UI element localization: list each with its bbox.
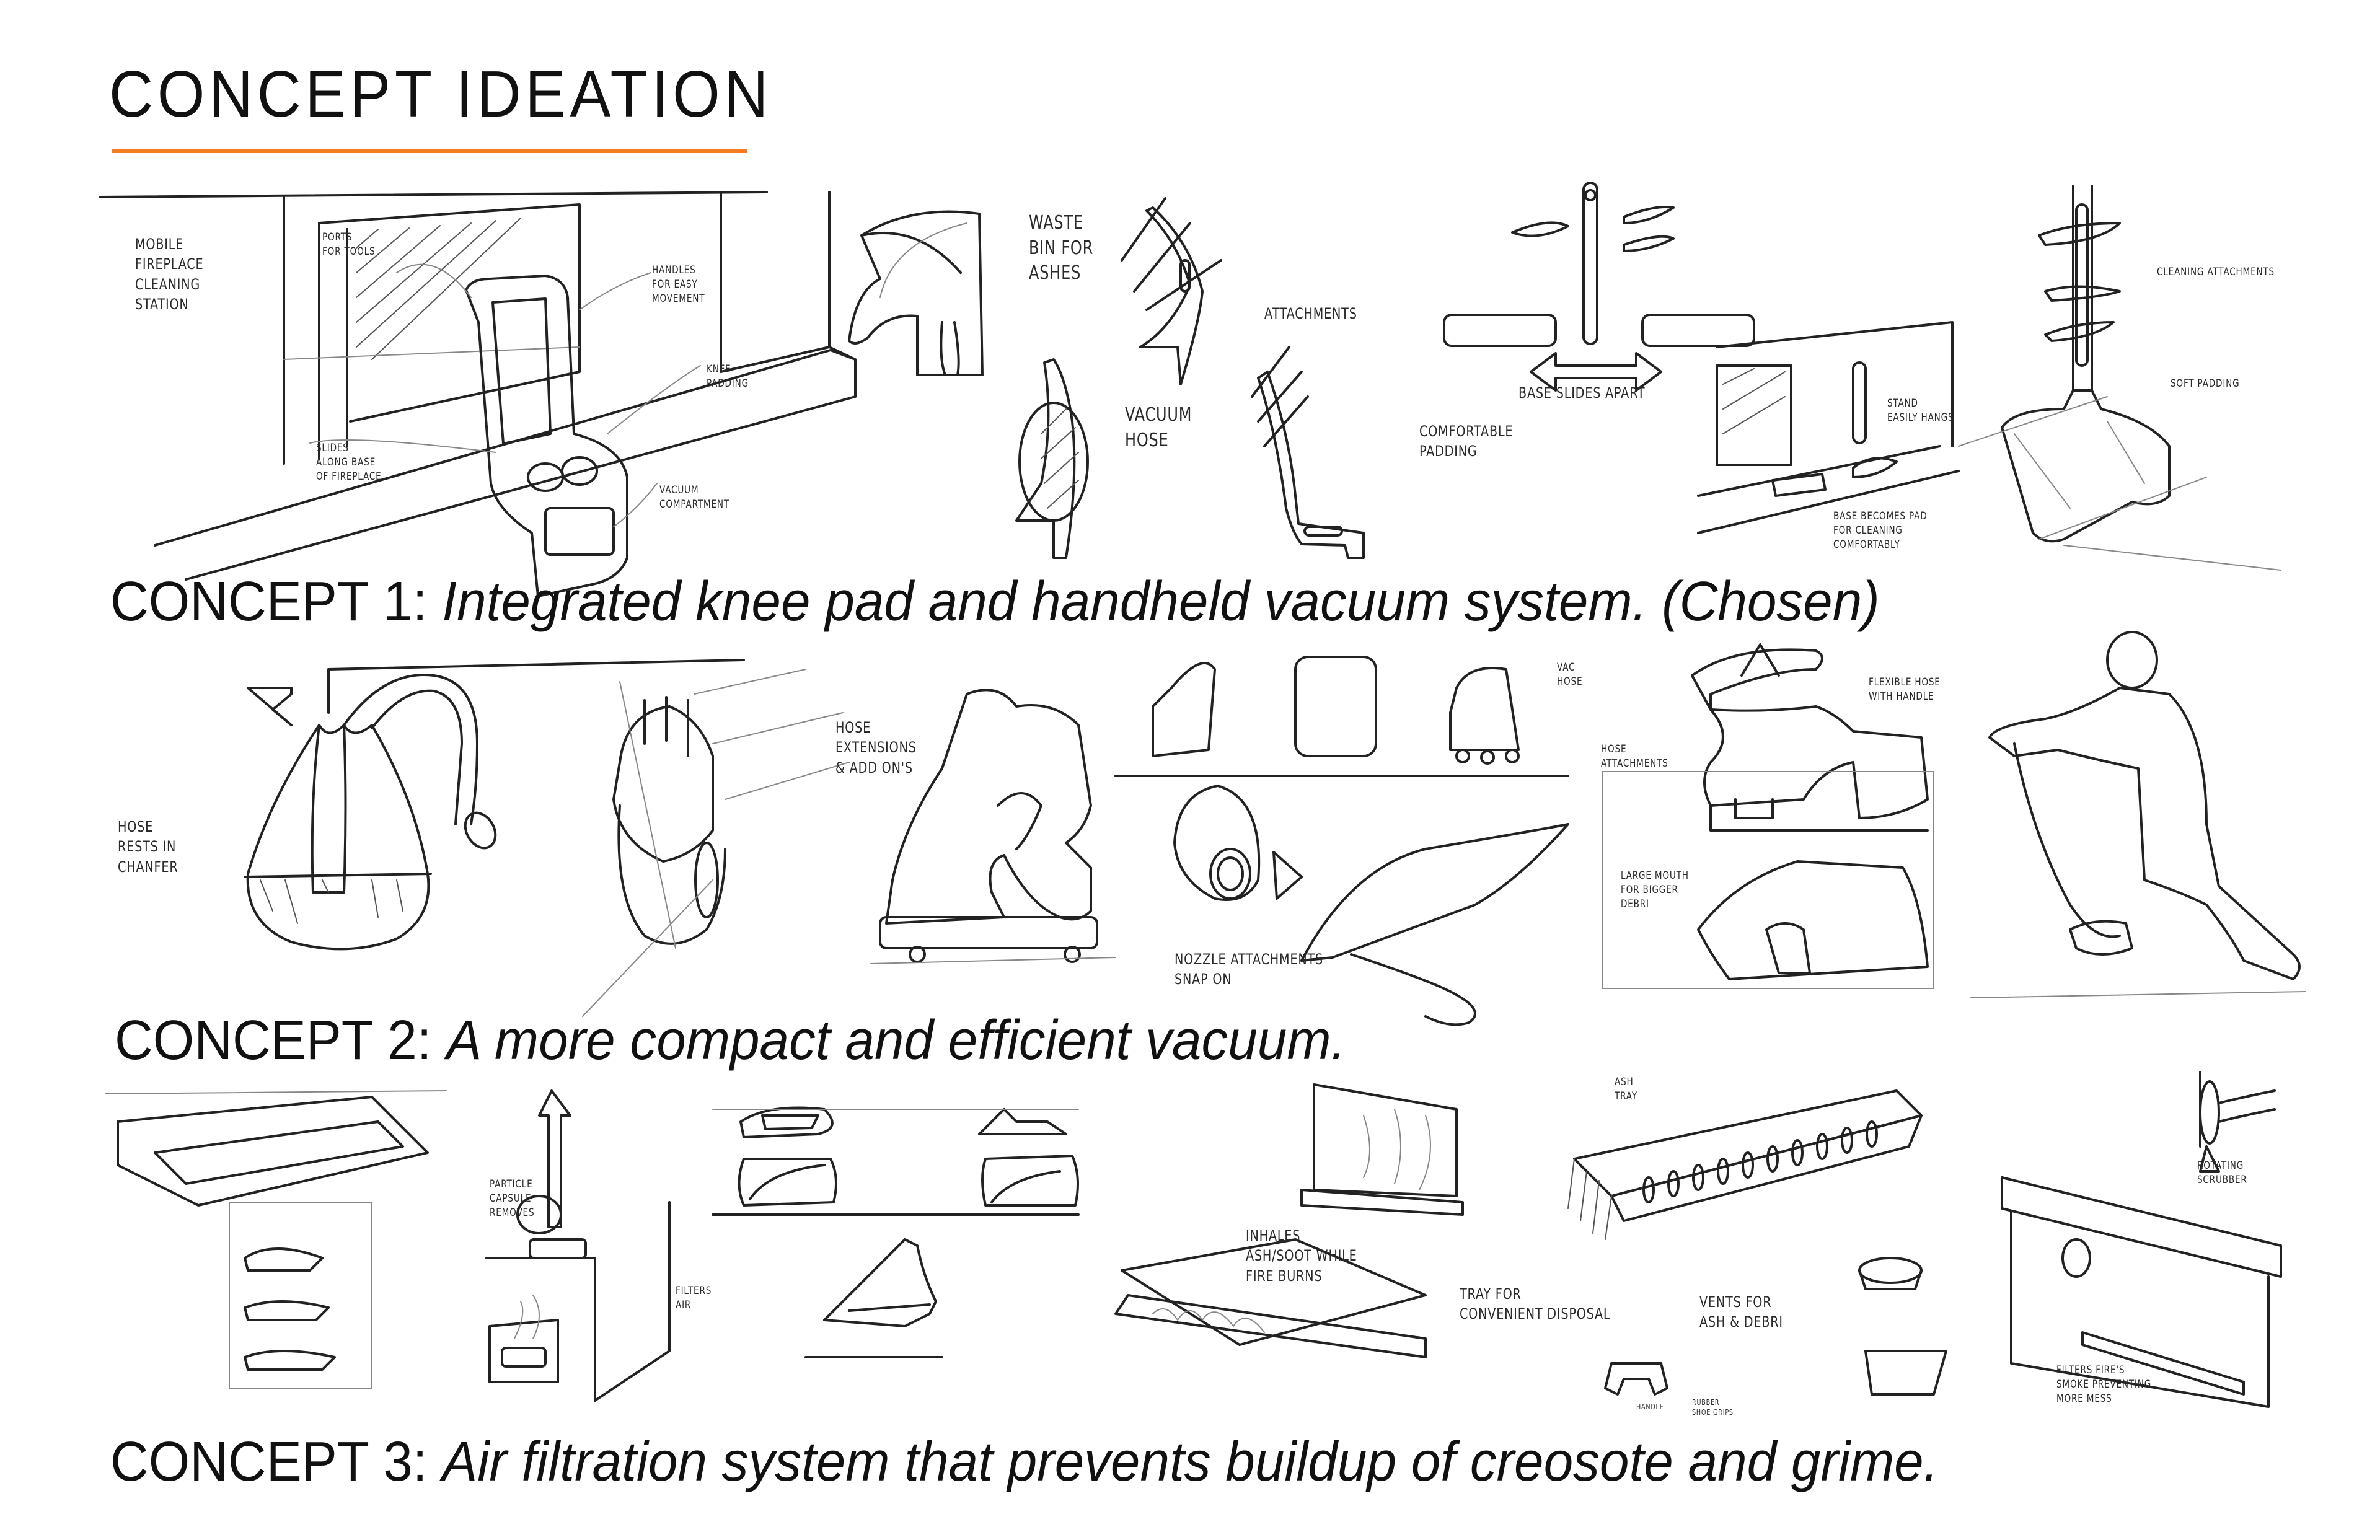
- concept-2-description: A more compact and efficient vacuum.: [446, 1010, 1346, 1071]
- sketch-mobile-fireplace-station: [99, 191, 857, 597]
- sketch-egg-nozzle: [1173, 785, 1569, 1026]
- note-slides-along-base: Slides Along Base Of Fireplace: [316, 442, 382, 483]
- page-title: CONCEPT IDEATION: [109, 58, 772, 131]
- note-attachments: Attachments: [1264, 305, 1357, 322]
- sketch-vacuum-hose: [1015, 358, 1089, 559]
- note-base-slides-apart: Base Slides Apart: [1518, 384, 1646, 402]
- note-stand-easily-hangs: Stand Easily Hangs: [1887, 397, 1954, 424]
- note-soft-padding: Soft Padding: [2171, 377, 2240, 390]
- note-flexible-hose: Flexible Hose With Handle: [1869, 676, 1941, 703]
- concept-2-caption: CONCEPT 2: A more compact and efficient …: [115, 1010, 1346, 1071]
- note-cleaning-attachments: Cleaning Attachments: [2157, 266, 2275, 278]
- sketch-waste-bin: [848, 210, 984, 376]
- note-hose-rests: Hose Rests In Chanfer: [118, 818, 178, 876]
- sketch-handheld-with-extensions: [582, 669, 850, 1017]
- note-ash-tray: Ash Tray: [1615, 1076, 1637, 1102]
- sketch-flexible-hose-device: [1691, 643, 1929, 832]
- note-knee-padding: Knee Padding: [707, 363, 749, 390]
- concept-3-caption: CONCEPT 3: Air filtration system that pr…: [110, 1432, 1938, 1493]
- title-underline-divider: [112, 149, 747, 153]
- note-filters-air: Filters Air: [676, 1285, 712, 1311]
- sketch-filtration-tray: [105, 1090, 447, 1389]
- sketch-attachments: [1121, 197, 1222, 385]
- note-base-becomes-pad: Base Becomes Pad For Cleaning Comfortabl…: [1833, 510, 1928, 551]
- note-rotating-scrubber: Rotating Scrubber: [2197, 1159, 2247, 1186]
- note-mobile-station: Mobile Fireplace Cleaning Station: [135, 235, 204, 314]
- sketch-blob-vacuum: [870, 689, 1116, 964]
- concept-1-label: CONCEPT 1:: [110, 571, 428, 633]
- note-filters-smoke: Filters Fire's Smoke Preventing More Mes…: [2056, 1364, 2152, 1405]
- sketch-handle-profiles: [712, 1106, 1080, 1358]
- sketch-three-view-vacuum: [1114, 656, 1569, 777]
- note-particle-capsule: Particle Capsule Removes: [490, 1178, 535, 1219]
- sketch-fireplace-inhaler: [1114, 1083, 1464, 1358]
- sketch-kneeling-person: [1970, 631, 2306, 998]
- note-comfortable-padding: Comfortable Padding: [1419, 423, 1514, 460]
- note-hose-attachments: Hose Attachments: [1601, 743, 1668, 770]
- note-large-mouth: Large Mouth For Bigger Debri: [1621, 869, 1689, 910]
- concept-3-label: CONCEPT 3:: [110, 1431, 428, 1493]
- note-handles: Handles For Easy Movement: [652, 264, 705, 305]
- note-vacuum-hose: Vacuum Hose: [1125, 404, 1192, 451]
- sketch-fireplace-scrubber: [2001, 1071, 2282, 1408]
- sketch-egg-vacuum-with-hose: [244, 659, 745, 951]
- concept-1-description: Integrated knee pad and handheld vacuum …: [442, 571, 1880, 633]
- sketch-particle-capsule-fireplace: [485, 1089, 671, 1402]
- note-vents: Vents For Ash & Debri: [1699, 1293, 1783, 1331]
- sketch-ash-tray-vents: [1567, 1089, 1947, 1396]
- concept-2-label: CONCEPT 2:: [115, 1010, 432, 1071]
- note-vac-hose: Vac Hose: [1557, 661, 1583, 688]
- note-inhales-ash: Inhales Ash/Soot While Fire Burns: [1246, 1227, 1357, 1285]
- note-handle: Handle: [1636, 1402, 1664, 1411]
- sketch-base-slides-apart: [1443, 182, 1755, 392]
- note-tray-disposal: Tray For Convenient Disposal: [1460, 1285, 1611, 1323]
- note-waste-bin: Waste Bin For Ashes: [1029, 212, 1094, 284]
- concept-3-description: Air filtration system that prevents buil…: [442, 1431, 1939, 1493]
- note-vacuum-compartment: Vacuum Compartment: [659, 484, 729, 511]
- concept-1-caption: CONCEPT 1: Integrated knee pad and handh…: [110, 571, 1880, 633]
- sketch-stand-fireplace: [1697, 321, 1960, 534]
- note-hose-extensions: Hose Extensions & Add On's: [835, 719, 917, 777]
- sketch-tall-stand-soft-padding: [1958, 185, 2281, 571]
- sketch-large-mouth-vacuum: [1602, 771, 1934, 989]
- note-ports-for-tools: Ports For Tools: [322, 231, 376, 258]
- note-rubber-shoe-grips: Rubber Shoe Grips: [1692, 1398, 1734, 1417]
- sketch-comfortable-padding: [1251, 346, 1365, 559]
- note-nozzle-attachments: Nozzle Attachments Snap On: [1175, 951, 1323, 988]
